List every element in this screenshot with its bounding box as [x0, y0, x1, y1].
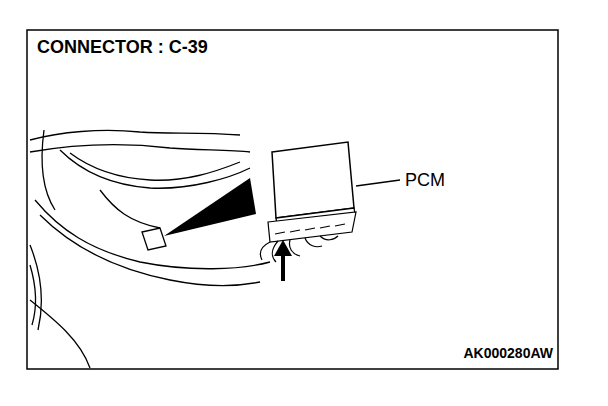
- frame: [27, 30, 558, 369]
- arrow: [274, 240, 292, 281]
- connector-location: [142, 178, 256, 250]
- part-label: PCM: [405, 171, 445, 191]
- dashboard: [30, 130, 270, 368]
- leader-line: [356, 180, 400, 186]
- figure-code: AK000280AW: [464, 346, 554, 361]
- connector-title: CONNECTOR : C-39: [37, 38, 208, 58]
